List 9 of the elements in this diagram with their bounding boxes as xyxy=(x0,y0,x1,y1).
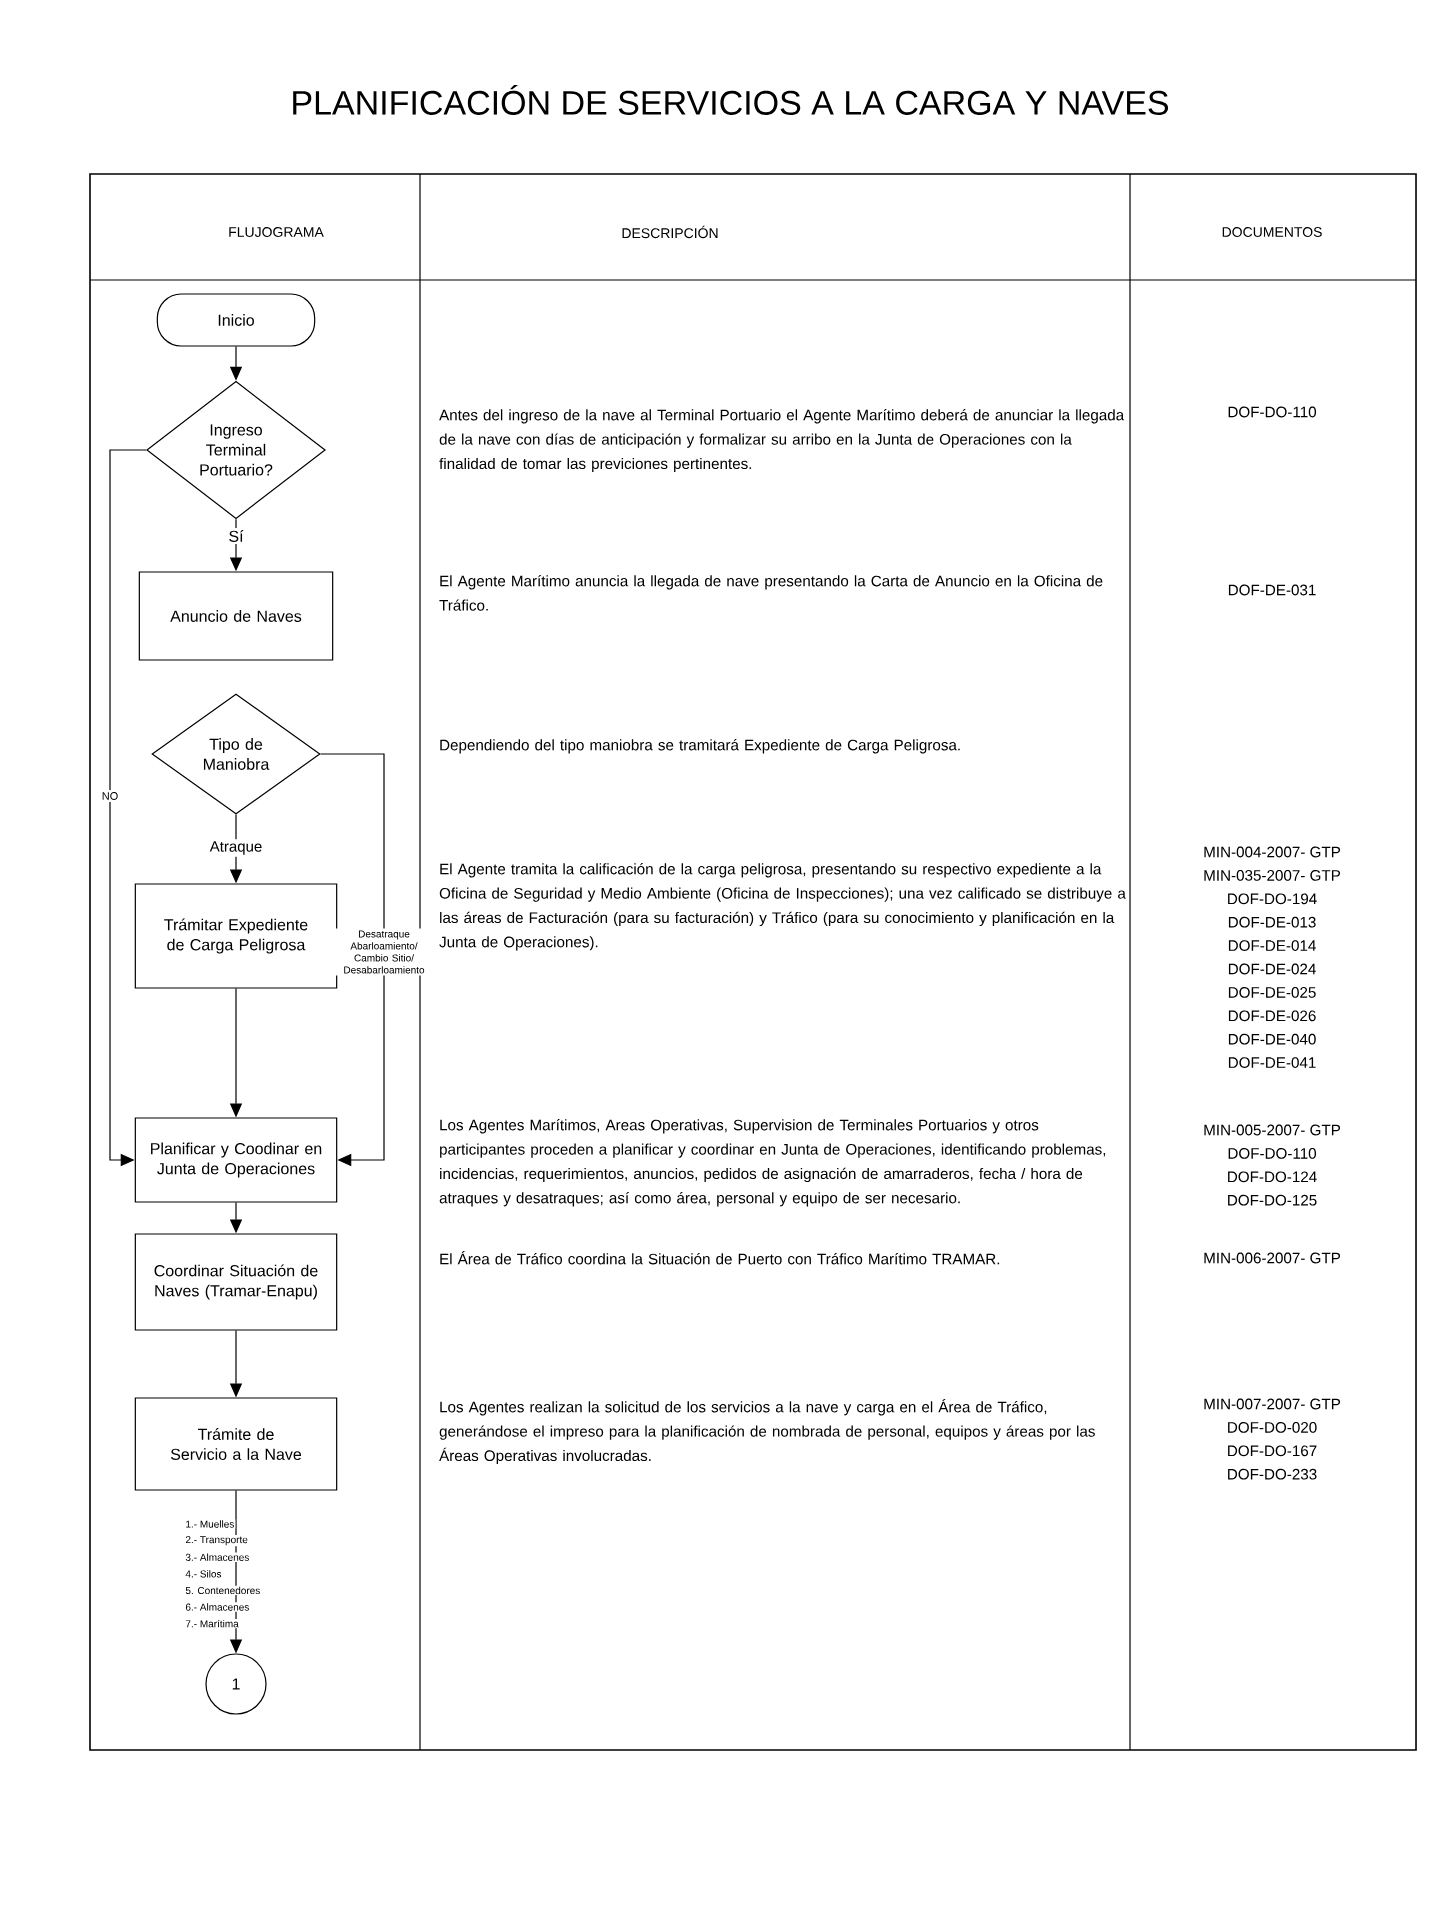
process-box: Planificar y Coodinar en Junta de Operaciones xyxy=(134,1117,338,1203)
arrow xyxy=(320,753,385,1167)
title: PLANIFICACIÓN DE SERVICIOS A LA CARGA Y NAVES xyxy=(293,85,1169,115)
process-box: Trámitar Expediente de Carga Peligrosa xyxy=(134,883,338,989)
process-box: Trámite de Servicio a la Nave xyxy=(134,1397,338,1491)
process-box: Anuncio de Naves xyxy=(138,571,334,661)
start-terminator: Inicio xyxy=(156,293,316,347)
process-box: Coordinar Situación de Naves (Tramar-Enapu) xyxy=(134,1233,338,1331)
edge-label: Sí xyxy=(226,528,246,544)
